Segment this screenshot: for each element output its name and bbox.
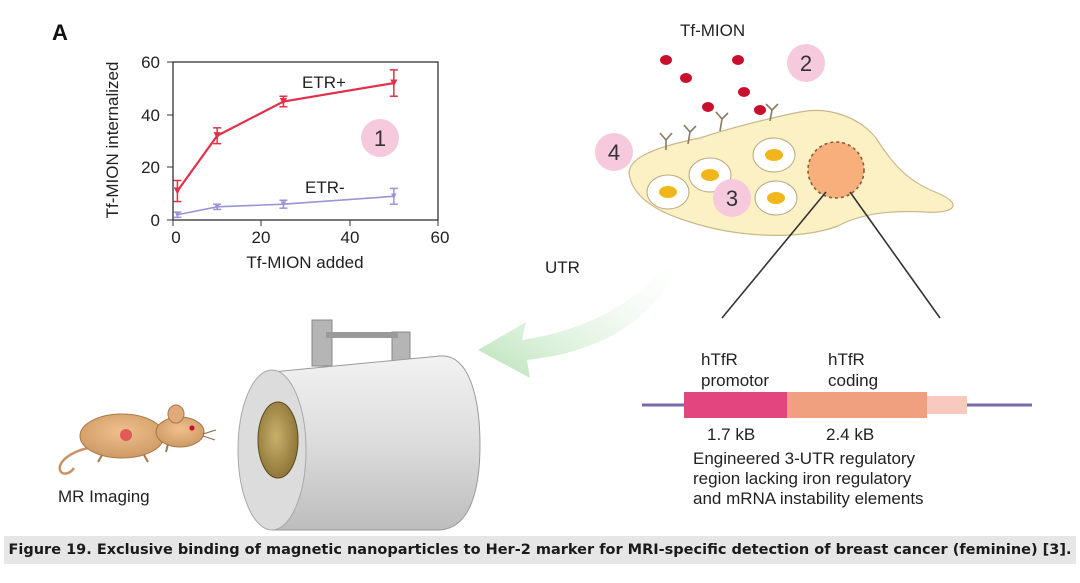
- data-point-etr-minus: [391, 193, 397, 200]
- mouse-whisker: [202, 435, 216, 441]
- mouse-whisker: [202, 429, 217, 435]
- magnet-body: [271, 355, 481, 531]
- coding-size: 2.4 kB: [826, 425, 874, 444]
- magnet-bore: [257, 401, 299, 479]
- receptor: [659, 132, 673, 150]
- nanoparticle: [680, 73, 692, 83]
- nucleus: [807, 141, 865, 199]
- receptor: [765, 103, 779, 122]
- marker-3-label: 3: [726, 186, 738, 211]
- tf-mion-label: Tf-MION: [680, 21, 745, 40]
- mouse-leg: [97, 443, 169, 463]
- endosomes: [646, 137, 798, 216]
- magnet-handle-left: [311, 319, 333, 367]
- marker-1-label: 1: [374, 126, 386, 151]
- mri-scanner: [237, 319, 481, 531]
- internalization-chart: 0 20 40 60 0 20 40 60 Tf-MION added Tf-M…: [103, 53, 449, 272]
- marker-bubble-1: [361, 119, 399, 157]
- data-point-etr-plus: [213, 132, 221, 140]
- x-axis-label: Tf-MION added: [246, 253, 363, 272]
- data-point-etr-minus: [280, 201, 287, 207]
- zoom-line-right: [849, 191, 941, 319]
- figure-caption-bar: Figure 19. Exclusive binding of magnetic…: [4, 536, 1076, 564]
- panel-label: A: [52, 20, 68, 45]
- y-tick-label: 40: [141, 106, 160, 125]
- data-point-etr-minus: [214, 204, 220, 210]
- magnet-handle-bar: [326, 332, 398, 338]
- mouse-tail: [58, 446, 89, 475]
- promoter-name-line1: hTfR: [701, 350, 738, 369]
- marker-bubble-4: [595, 133, 633, 171]
- endosome-particles: [765, 149, 783, 161]
- data-point-etr-plus: [390, 79, 398, 87]
- gene-construct: hTfR promotor hTfR coding 1.7 kB 2.4 kB …: [642, 350, 1032, 508]
- utr-description-line3: and mRNA instability elements: [693, 489, 924, 508]
- nanoparticles: [660, 55, 766, 115]
- coding-name-line2: coding: [828, 371, 878, 390]
- nanoparticle: [660, 55, 672, 65]
- coding-name-line1: hTfR: [828, 350, 865, 369]
- figure: A 0 20 40 60 0 20 40 60 Tf-MION added Tf…: [52, 20, 1032, 531]
- mouse-eye: [189, 425, 195, 431]
- endosome-particles: [767, 192, 785, 204]
- series-line-etr-minus: [177, 195, 394, 216]
- y-tick-label: 20: [141, 158, 160, 177]
- nanoparticle: [738, 87, 750, 97]
- figure-illustration: A 0 20 40 60 0 20 40 60 Tf-MION added Tf…: [52, 20, 1032, 531]
- nanoparticle: [754, 105, 766, 115]
- endosome-particles: [701, 169, 719, 181]
- utr-description-line1: Engineered 3-UTR regulatory: [693, 449, 916, 468]
- marker-2-label: 2: [800, 51, 812, 76]
- x-tick-label: 60: [431, 228, 450, 247]
- legend-etr-plus: ETR+: [302, 73, 346, 92]
- nanoparticle: [732, 55, 744, 65]
- legend-etr-minus: ETR-: [305, 178, 345, 197]
- cell-illustration: Tf-MION 2 4: [595, 21, 954, 319]
- nanoparticle: [702, 102, 714, 112]
- zoom-line-left: [721, 191, 827, 319]
- utr-label: UTR: [545, 258, 580, 277]
- cell-body: [628, 109, 954, 236]
- coding-segment: [787, 392, 927, 418]
- x-tick-label: 0: [171, 228, 180, 247]
- mouse-tumor: [120, 429, 132, 441]
- y-axis-label: Tf-MION internalized: [103, 62, 122, 219]
- figure-caption: Figure 19. Exclusive binding of magnetic…: [8, 542, 1072, 558]
- marker-bubble-2: [787, 44, 825, 82]
- x-ticks: 0 20 40 60: [171, 220, 449, 247]
- receptor: [683, 124, 697, 145]
- utr-arrow: [478, 260, 676, 378]
- marker-4-label: 4: [608, 140, 620, 165]
- data-point-etr-plus: [173, 187, 182, 195]
- y-ticks: 0 20 40 60: [141, 53, 173, 230]
- receptor-antennae: [659, 103, 779, 150]
- promoter-size: 1.7 kB: [707, 425, 755, 444]
- receptor: [715, 111, 729, 132]
- utr-description-line2: region lacking iron regulatory: [693, 469, 912, 488]
- x-tick-label: 20: [252, 228, 271, 247]
- y-tick-label: 0: [151, 211, 160, 230]
- x-tick-label: 40: [341, 228, 360, 247]
- data-point-etr-minus: [174, 211, 181, 218]
- endosome-particles: [659, 186, 677, 198]
- promoter-name-line2: promotor: [701, 371, 769, 390]
- series-line-etr-plus: [176, 81, 395, 192]
- series-layer: [173, 69, 398, 219]
- promoter-segment: [684, 392, 787, 418]
- mr-imaging-label: MR Imaging: [58, 487, 150, 506]
- mouse-ear: [167, 404, 185, 424]
- data-point-etr-plus: [279, 97, 288, 106]
- marker-bubble-3: [713, 179, 751, 217]
- y-tick-label: 60: [141, 53, 160, 72]
- utr-segment: [927, 396, 967, 414]
- mouse: [58, 404, 217, 475]
